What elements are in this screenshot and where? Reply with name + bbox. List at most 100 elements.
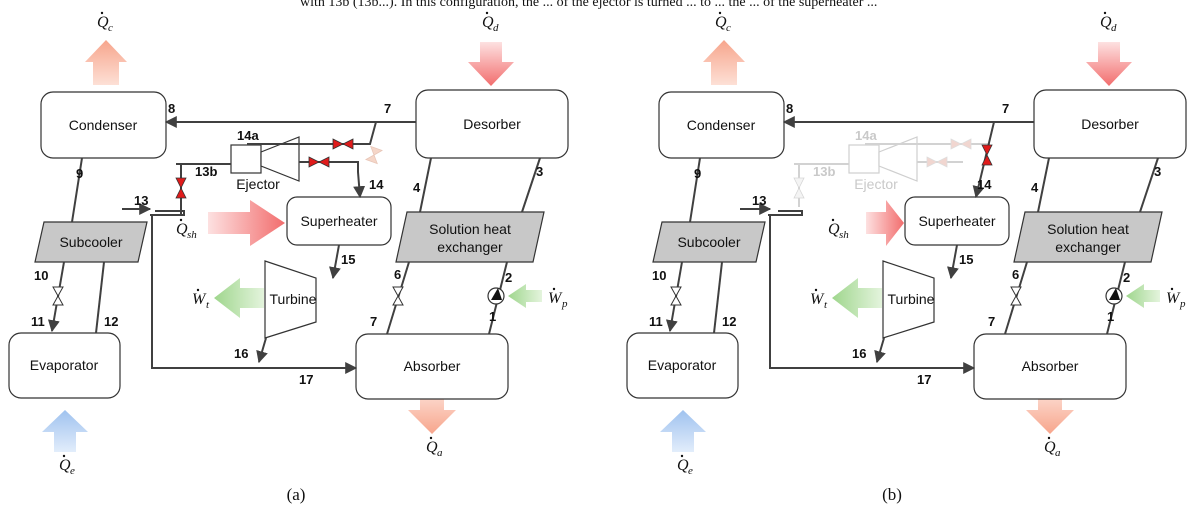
state-8: 8: [168, 101, 175, 116]
qa-subscript: a: [1055, 447, 1061, 459]
qd-subscript: d: [493, 22, 499, 34]
line-3: [1139, 157, 1159, 213]
state-11: 11: [31, 314, 45, 329]
heat-arrow-qe: [42, 410, 88, 452]
state-6: 6: [394, 267, 401, 282]
qa-subscript: a: [437, 447, 443, 459]
qd-symbol: Q: [482, 14, 494, 31]
line-15: [329, 244, 341, 280]
ejector-body: [230, 144, 262, 174]
label-wt: W t: [810, 288, 828, 311]
valve-red-7-14: [981, 144, 993, 166]
wp-subscript: p: [1179, 298, 1186, 310]
state-10: 10: [34, 268, 48, 283]
state-12: 12: [722, 314, 736, 329]
work-arrow-wt: [214, 278, 264, 318]
state-1: 1: [1107, 309, 1114, 324]
state-12: 12: [104, 314, 118, 329]
top-text-strip: with 13b (13b...). In this configuration…: [300, 0, 877, 10]
line-13-join: [768, 210, 803, 216]
qe-subscript: e: [70, 465, 75, 477]
valve-faded-14a: [950, 138, 972, 150]
valve-faded-13b: [793, 177, 805, 199]
line-4: [1037, 157, 1050, 213]
caption-a: (a): [287, 485, 306, 504]
subcooler-label: Subcooler: [677, 234, 740, 250]
wp-subscript: p: [561, 298, 568, 310]
state-17: 17: [917, 372, 931, 387]
label-wp: W p: [1166, 287, 1186, 310]
state-13: 13: [134, 193, 148, 208]
line-14a: [865, 143, 990, 145]
state-10: 10: [652, 268, 666, 283]
qc-symbol: Q: [97, 14, 109, 31]
line-9: [689, 157, 701, 223]
label-qc: Q c: [97, 11, 113, 34]
absorber-label: Absorber: [404, 358, 461, 374]
turbine-label: Turbine: [888, 291, 935, 307]
wt-symbol: W: [810, 291, 825, 308]
state-16: 16: [234, 346, 248, 361]
shx-label-line1: Solution heat: [1047, 221, 1129, 237]
heat-arrow-qsh: [866, 200, 904, 246]
line-12: [713, 261, 723, 334]
line-13b: [150, 164, 182, 216]
state-9: 9: [76, 166, 83, 181]
valve-red-14: [308, 156, 330, 168]
line-16: [256, 337, 268, 364]
qd-symbol: Q: [1100, 14, 1112, 31]
state-2: 2: [505, 270, 512, 285]
valve-6-7: [1010, 286, 1022, 306]
panel-a: Condenser Desorber Subcooler Superheater…: [8, 11, 569, 504]
line-12: [95, 261, 105, 334]
desorber-block: [415, 89, 569, 159]
desorber-label: Desorber: [463, 116, 521, 132]
label-qd: Q d: [1100, 11, 1117, 34]
state-6: 6: [1012, 267, 1019, 282]
label-wp: W p: [548, 287, 568, 310]
superheater-label: Superheater: [918, 213, 995, 229]
ejector-diffuser: [260, 136, 300, 182]
label-qsh: Q sh: [828, 218, 849, 241]
qd-subscript: d: [1111, 22, 1117, 34]
heat-arrow-qa: [1026, 390, 1074, 434]
state-7-top: 7: [1002, 101, 1009, 116]
qsh-subscript: sh: [839, 229, 849, 241]
work-arrow-wp: [1126, 284, 1160, 308]
panel-b: Condenser Desorber Subcooler Superheater…: [626, 11, 1187, 504]
desorber-label: Desorber: [1081, 116, 1139, 132]
line-17: [150, 210, 356, 368]
state-3: 3: [1154, 164, 1161, 179]
qsh-symbol: Q: [176, 221, 188, 238]
valve-6-7: [392, 286, 404, 306]
solution-heat-exchanger-block: [1013, 211, 1163, 263]
label-qd: Q d: [482, 11, 499, 34]
turbine-block: [882, 260, 935, 339]
pump-icon: [1105, 287, 1123, 305]
state-7-top: 7: [384, 101, 391, 116]
state-7-bottom: 7: [370, 314, 377, 329]
state-13b: 13b: [813, 164, 835, 179]
ejector-branch-faded: Ejector 14a 13b: [793, 128, 990, 207]
solution-heat-exchanger-block: [395, 211, 545, 263]
qe-symbol: Q: [677, 457, 689, 474]
caption-b: (b): [882, 485, 902, 504]
valve-faded-7: [365, 145, 383, 165]
line-14a: [247, 121, 377, 145]
heat-arrow-qd: [468, 42, 514, 86]
valve-10-11: [52, 286, 64, 306]
state-1: 1: [489, 309, 496, 324]
state-2: 2: [1123, 270, 1130, 285]
state-14a: 14a: [237, 128, 259, 143]
state-15: 15: [341, 252, 355, 267]
state-8: 8: [786, 101, 793, 116]
label-qa: Q a: [1044, 436, 1061, 459]
state-4: 4: [1031, 180, 1039, 195]
qc-subscript: c: [726, 22, 731, 34]
work-arrow-wp: [508, 284, 542, 308]
wp-symbol: W: [548, 290, 563, 307]
state-16: 16: [852, 346, 866, 361]
valve-faded-ejector: [926, 156, 948, 168]
